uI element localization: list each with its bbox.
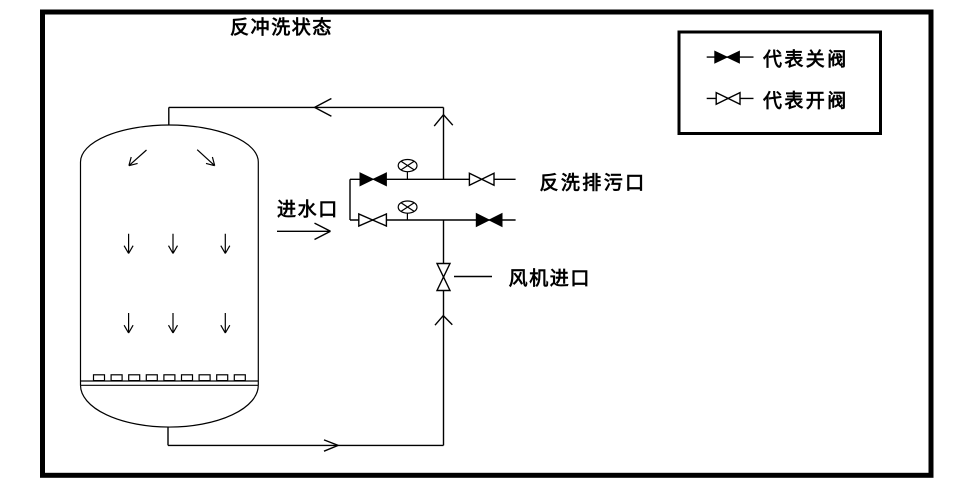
inlet-arrow bbox=[277, 222, 331, 241]
upper-right-open-valve-icon bbox=[468, 172, 495, 187]
upper-flow-meter-icon bbox=[397, 158, 418, 180]
tank-flow-arrows bbox=[123, 149, 231, 334]
outer-border bbox=[40, 9, 934, 478]
legend: 代表关阀 代表开阀 bbox=[677, 30, 882, 135]
strainer-nozzles bbox=[92, 374, 246, 382]
piping bbox=[167, 106, 516, 447]
backwash-drain-label: 反洗排污口 bbox=[540, 171, 647, 194]
diagram-title: 反冲洗状态 bbox=[230, 16, 333, 39]
riser-up-arrow-top bbox=[433, 114, 454, 127]
riser-up-arrow-bottom bbox=[434, 315, 453, 326]
filter-tank bbox=[79, 124, 259, 428]
upper-left-closed-valve-icon bbox=[359, 172, 387, 187]
bottom-pipe-right-arrow bbox=[323, 439, 339, 452]
lower-right-closed-valve-icon bbox=[475, 212, 503, 228]
valves bbox=[358, 172, 503, 292]
lower-flow-meter-icon bbox=[397, 200, 418, 220]
legend-closed-valve-icon bbox=[706, 50, 754, 64]
water-inlet-label: 进水口 bbox=[277, 199, 339, 221]
tank-top-dome bbox=[79, 124, 259, 163]
legend-open-valve-icon bbox=[706, 91, 754, 106]
flow-meters bbox=[397, 158, 418, 220]
top-pipe-left-arrow bbox=[314, 97, 332, 117]
fan-line-open-valve-icon bbox=[435, 262, 452, 292]
pipe-flow-arrows bbox=[277, 97, 454, 452]
lower-left-open-valve-icon bbox=[358, 212, 388, 228]
legend-closed-valve-label: 代表关阀 bbox=[762, 48, 849, 71]
tank-bottom-dome bbox=[79, 385, 259, 428]
legend-open-valve-label: 代表开阀 bbox=[762, 89, 849, 112]
fan-inlet-label: 风机进口 bbox=[509, 268, 591, 290]
legend-box bbox=[677, 30, 882, 135]
